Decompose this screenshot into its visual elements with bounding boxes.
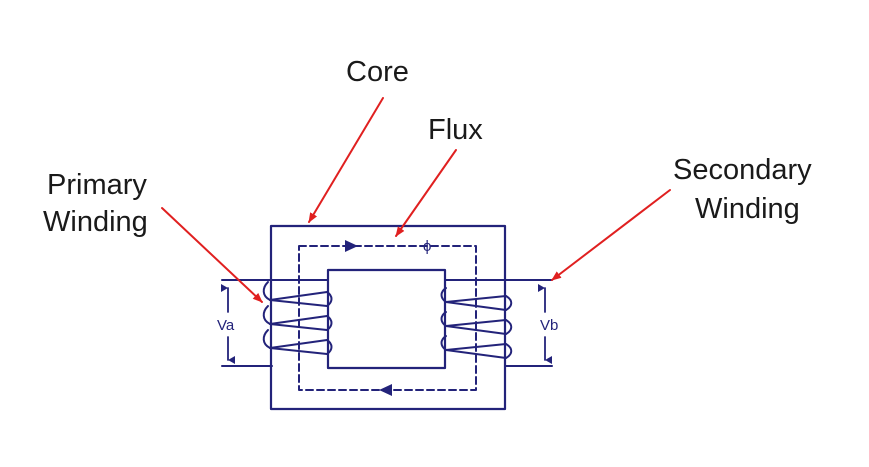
voltage-vb: Vb	[538, 284, 558, 364]
primary-label-line2: Winding	[43, 206, 148, 238]
secondary-winding	[440, 279, 553, 367]
primary-arrow	[161, 207, 263, 303]
flux-arrow-top	[345, 240, 358, 252]
va-label: Va	[217, 317, 235, 334]
voltage-va: Va	[217, 284, 235, 364]
transformer-core	[269, 224, 507, 411]
flux-arrow	[395, 149, 457, 237]
secondary-arrow	[551, 189, 671, 281]
flux-arrow-bottom	[379, 384, 392, 396]
core-label: Core	[346, 56, 409, 88]
core-outer	[269, 224, 507, 411]
secondary-label-line2: Winding	[695, 193, 800, 225]
phi-symbol: ϕ	[423, 238, 431, 255]
core-window	[326, 268, 447, 370]
flux-label: Flux	[428, 114, 483, 146]
core-arrow	[308, 97, 384, 223]
callout-arrows	[161, 97, 671, 303]
flux-path: ϕ	[298, 238, 477, 396]
primary-winding	[221, 279, 333, 367]
primary-label-line1: Primary	[47, 169, 147, 201]
secondary-label-line1: Secondary	[673, 154, 812, 186]
vb-label: Vb	[540, 317, 558, 334]
